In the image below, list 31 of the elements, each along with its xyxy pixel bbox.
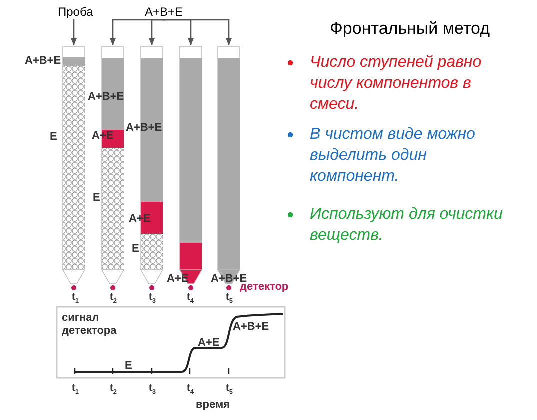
zone-label: A+B+E bbox=[25, 56, 62, 67]
bullet-text: Число ступеней равно числу компонентов в смеси. bbox=[310, 53, 483, 115]
curve-label: A+E bbox=[198, 338, 220, 349]
group-label: Проба bbox=[58, 6, 94, 18]
zone-label: E bbox=[93, 193, 100, 204]
axis-title: время bbox=[196, 400, 230, 411]
time-label: t$_{2}$ bbox=[110, 384, 117, 396]
column-drawing bbox=[62, 46, 86, 290]
curve-label: A+B+E bbox=[233, 322, 270, 333]
time-label: t$_{1}$ bbox=[72, 384, 79, 396]
detector-label: детектор bbox=[240, 282, 289, 293]
arrow bbox=[163, 18, 232, 46]
time-label: t$_{1}$ bbox=[72, 293, 79, 306]
curve-label: E bbox=[125, 361, 132, 372]
time-label: t$_{4}$ bbox=[187, 293, 194, 306]
arrow bbox=[148, 18, 165, 46]
arrow bbox=[70, 19, 78, 46]
time-label: t$_{5}$ bbox=[226, 384, 233, 396]
zone-label: E bbox=[50, 132, 58, 143]
group-label: A+B+E bbox=[145, 6, 184, 18]
zone-label: A+B+E bbox=[211, 274, 248, 285]
time-label: t$_{3}$ bbox=[149, 384, 156, 396]
bullet-text: Используют для очистки веществ. bbox=[310, 205, 504, 246]
time-label: t$_{2}$ bbox=[110, 293, 117, 306]
slide-title: Фронтальный метод bbox=[330, 20, 490, 37]
time-label: t$_{4}$ bbox=[187, 384, 194, 396]
zone-label: E bbox=[132, 244, 140, 255]
time-label: t$_{5}$ bbox=[226, 293, 233, 306]
axis-label: сигнал детектора bbox=[62, 312, 118, 338]
bullet-text: В чистом виде можно выделить один компонент. bbox=[310, 125, 476, 187]
time-label: t$_{3}$ bbox=[149, 293, 156, 306]
